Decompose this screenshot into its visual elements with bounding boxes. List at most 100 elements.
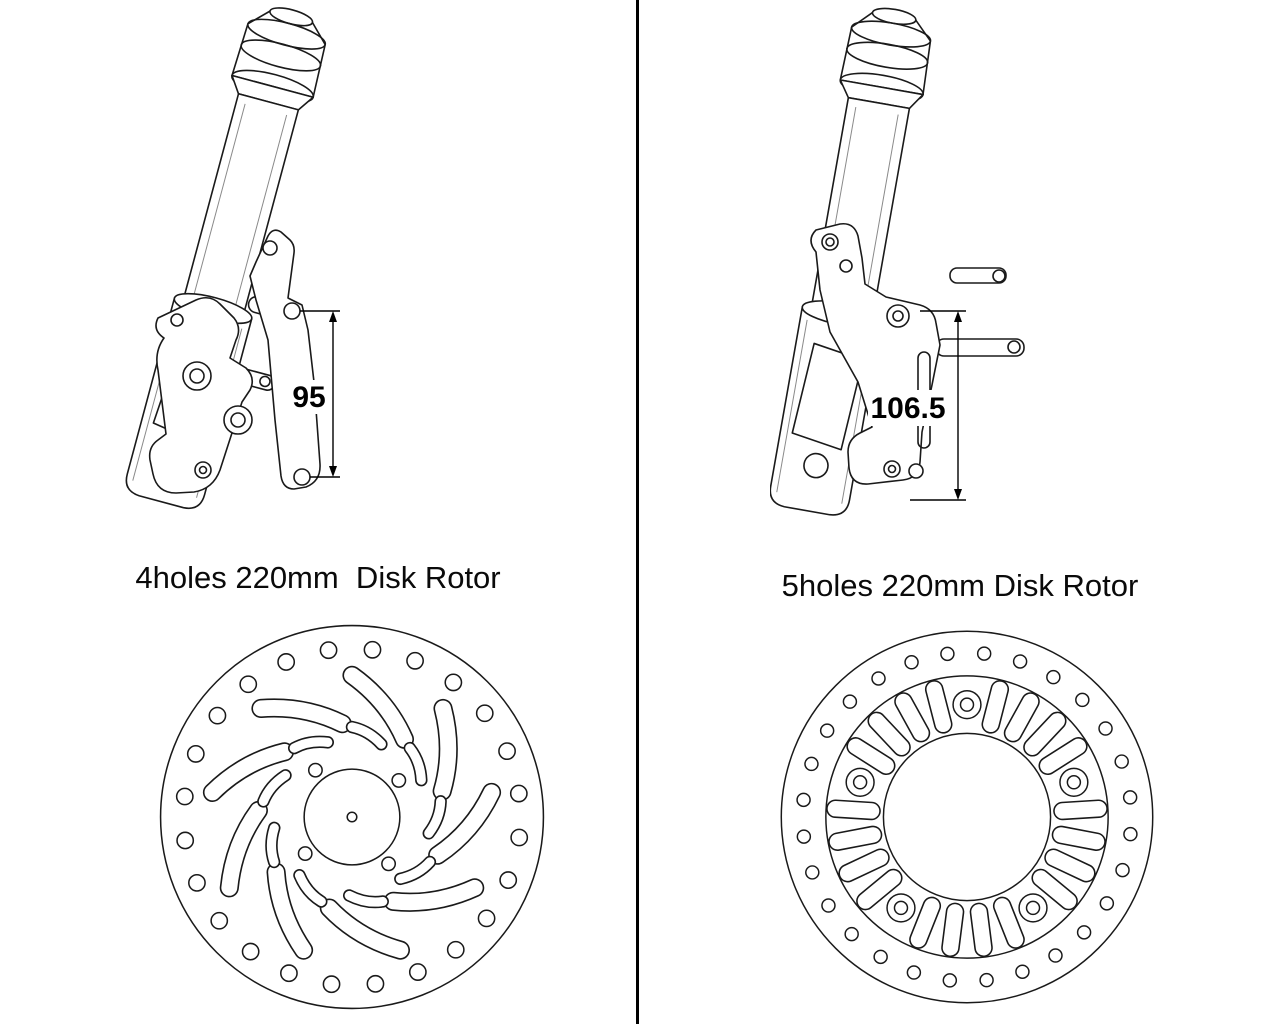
rotor-slot-fill: [869, 713, 910, 755]
rotor-outer-edge: [159, 624, 545, 1010]
left-panel: 95 4holes 220mm Disk Rotor: [0, 0, 636, 1024]
drawing-line: [954, 489, 962, 500]
vent-hole: [498, 742, 516, 761]
drawing-line: [262, 240, 278, 256]
vent-hole: [319, 641, 338, 660]
rotor-slot-fill: [994, 898, 1024, 948]
left-rotor-drawing: [159, 624, 545, 1010]
mount-hole-inner: [852, 775, 868, 790]
rotor-slot-fill: [385, 879, 483, 911]
vent-hole: [366, 974, 385, 993]
drawing-line: [249, 229, 321, 490]
mount-hole: [307, 762, 323, 778]
mount-hole: [845, 767, 875, 797]
rotor-slot-fill: [910, 898, 940, 948]
drawing-line: [892, 310, 904, 322]
drawing-line: [949, 267, 1007, 284]
rotor-slot-fill: [1040, 738, 1087, 774]
vent-hole: [1114, 754, 1129, 769]
rotor-slot-fill: [405, 743, 426, 785]
drawing-line: [193, 103, 288, 307]
vent-hole: [1076, 925, 1092, 940]
vent-hole: [277, 653, 296, 671]
drawing-line: [887, 464, 897, 474]
vent-hole: [1075, 692, 1090, 708]
rotor-slot-fill: [268, 864, 312, 959]
rotor-slot-fill: [321, 900, 409, 959]
right-panel: 106.5 5holes 220mm Disk Rotor: [640, 0, 1280, 1024]
vent-hole: [1123, 826, 1138, 842]
drawing-line: [189, 368, 205, 384]
vent-hole: [408, 963, 427, 981]
caliper-bracket: [148, 296, 254, 494]
drawing-line: [910, 310, 966, 501]
rotor-slot-fill: [344, 667, 413, 748]
rotor-slot-fill: [839, 850, 889, 881]
vent-hole: [499, 871, 518, 889]
drawing-line: [839, 259, 853, 273]
drawing-line: [148, 296, 254, 494]
vent-hole: [241, 942, 260, 961]
vent-hole: [210, 911, 229, 930]
drawing-line: [300, 310, 340, 478]
drawing-line: [329, 466, 337, 477]
mount-hole: [1018, 893, 1048, 923]
left-rotor: [159, 624, 545, 1010]
vent-hole: [906, 965, 922, 980]
band-edge: [825, 675, 1109, 959]
vent-hole: [1015, 964, 1030, 979]
rotor-slot-fill: [847, 738, 894, 774]
mount-hole: [381, 856, 397, 872]
right-rotor: [780, 630, 1154, 1004]
drawing-line: [845, 41, 929, 70]
drawing-line: [992, 269, 1006, 283]
mount-adapter: [249, 229, 321, 490]
vent-hole: [188, 873, 206, 892]
rotor-slot-fill: [1033, 870, 1077, 909]
mount-hole-inner: [1066, 775, 1082, 790]
vent-hole: [805, 865, 820, 880]
rotor-slot-fill: [895, 693, 929, 741]
rotor-slot-fill: [829, 827, 881, 850]
center-bore: [882, 732, 1052, 902]
vent-hole: [804, 756, 819, 772]
vent-hole: [208, 706, 227, 725]
rotor-slot-fill: [204, 743, 293, 801]
drawing-line: [908, 463, 924, 479]
center-mark: [346, 811, 358, 823]
center-bore: [303, 768, 401, 866]
vent-hole: [186, 745, 205, 763]
vent-hole: [175, 787, 194, 806]
vent-hole: [844, 926, 859, 942]
mount-hole: [952, 689, 982, 720]
vent-hole: [176, 831, 195, 850]
drawing-line: [329, 311, 337, 322]
drawing-line: [230, 412, 246, 428]
rotor-slot-fill: [347, 722, 386, 749]
vent-hole: [477, 909, 496, 928]
mount-hole: [886, 893, 916, 923]
rotor-slot-fill: [395, 857, 435, 884]
vent-hole: [363, 640, 382, 659]
vent-hole: [1099, 896, 1115, 911]
drawing-line: [170, 313, 184, 327]
vent-hole: [842, 694, 858, 709]
vent-hole: [871, 671, 886, 686]
rotor-slot-fill: [983, 681, 1008, 733]
drawing-line: [293, 468, 311, 486]
dimension-left: 95: [288, 310, 340, 478]
rotor-slot-fill: [289, 737, 333, 753]
rotor-slot-fill: [1045, 850, 1095, 881]
rotor-slot-fill: [253, 700, 351, 732]
left-fork-drawing: 95: [125, 7, 340, 510]
rotor-slot-fill: [429, 784, 500, 864]
drawing-line: [240, 39, 322, 72]
vent-hole: [475, 704, 494, 723]
vent-hole: [1048, 948, 1063, 963]
rotor-slot-fill: [926, 681, 951, 733]
right-rotor-title: 5holes 220mm Disk Rotor: [781, 568, 1139, 603]
drawing-line: [1007, 340, 1021, 354]
rotor-slot-fill: [971, 904, 992, 956]
rotor-slot-fill: [294, 870, 326, 907]
